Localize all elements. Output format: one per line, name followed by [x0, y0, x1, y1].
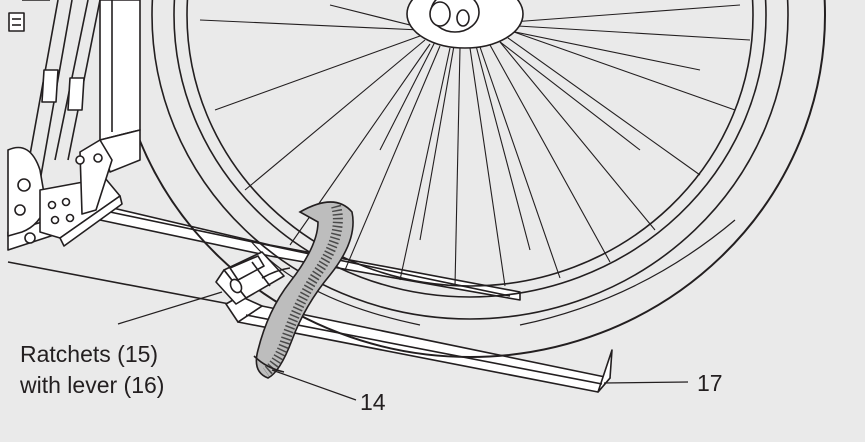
- tray-number-label: 17: [697, 370, 723, 396]
- wheel-spokes: [199, 4, 751, 287]
- mounting-bracket: [39, 139, 123, 247]
- bicycle-wheel: [114, 0, 826, 358]
- strap: [253, 201, 354, 379]
- leader-line-17: [603, 381, 689, 384]
- wheel-hub: [406, 0, 524, 49]
- strap-number-label: 14: [360, 389, 386, 415]
- leader-lines: [117, 291, 689, 401]
- leader-line-14: [271, 369, 357, 401]
- ratchet-buckle: [215, 251, 285, 305]
- ratchets-label: Ratchets (15): [20, 341, 159, 367]
- leader-line-ratchets: [117, 291, 223, 325]
- lever-label: with lever (16): [20, 372, 165, 398]
- clamp-arm-assembly: [7, 0, 141, 244]
